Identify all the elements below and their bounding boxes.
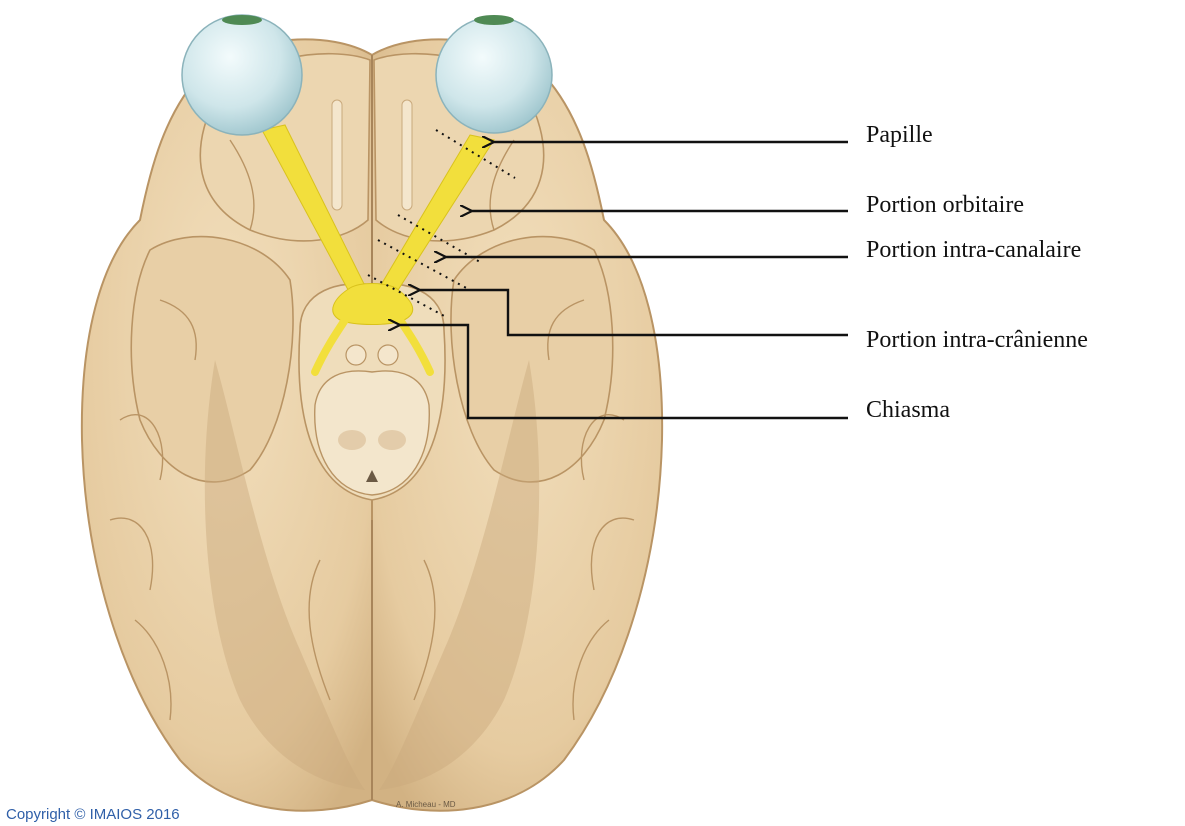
eyeball-right xyxy=(436,17,552,133)
olfactory-tract-left xyxy=(332,100,342,210)
eyeball-left xyxy=(182,15,302,135)
olfactory-tract-right xyxy=(402,100,412,210)
mammillary-body-right xyxy=(378,345,398,365)
brain xyxy=(82,39,662,810)
label-portion-intra-canalaire: Portion intra-canalaire xyxy=(866,238,1081,262)
label-papille: Papille xyxy=(866,123,933,147)
iris-left xyxy=(222,15,262,25)
label-chiasma: Chiasma xyxy=(866,398,950,422)
mammillary-body-left xyxy=(346,345,366,365)
substantia-left xyxy=(338,430,366,450)
copyright-notice: Copyright © IMAIOS 2016 xyxy=(6,806,180,823)
substantia-right xyxy=(378,430,406,450)
artist-signature: A. Micheau - MD xyxy=(396,800,456,809)
iris-right xyxy=(474,15,514,25)
label-portion-orbitaire: Portion orbitaire xyxy=(866,193,1024,217)
label-portion-intra-cranienne: Portion intra-crânienne xyxy=(866,328,1088,352)
